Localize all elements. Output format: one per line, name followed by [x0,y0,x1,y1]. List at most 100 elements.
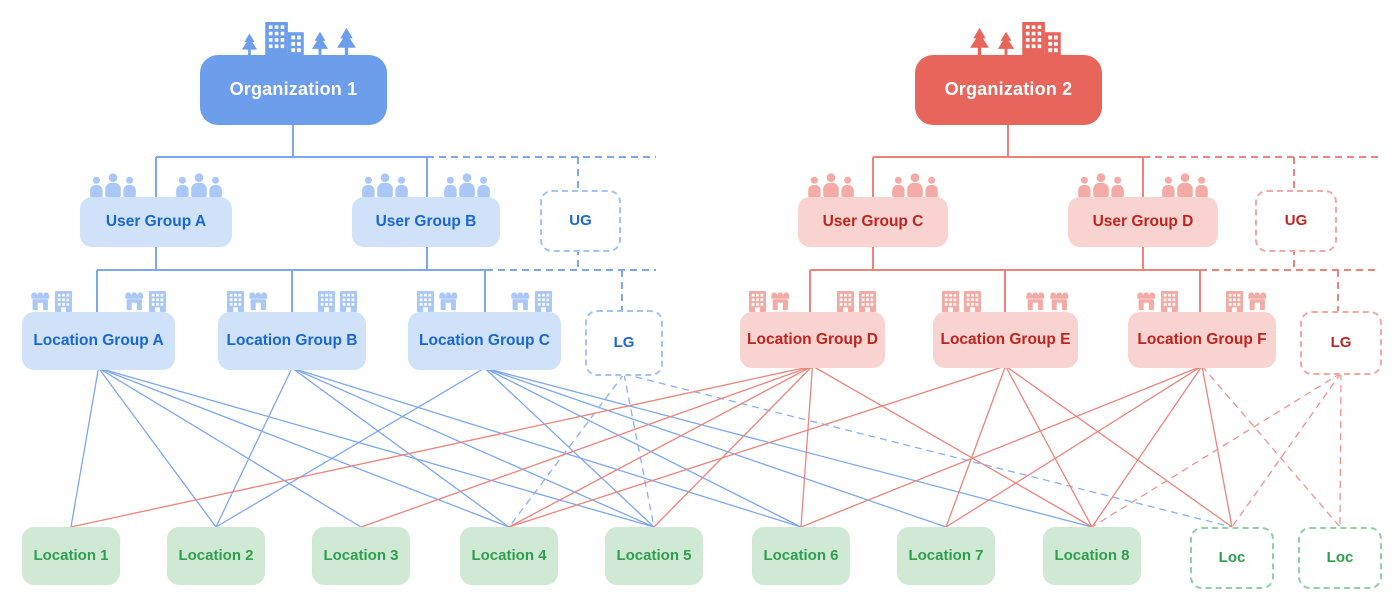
connection-line-lg-a-loc-3 [98,367,362,528]
building-icon [963,291,982,312]
building-icon [1160,291,1179,312]
user-group-d-box: User Group D [1068,197,1218,247]
organization-1-box: Organization 1 [200,55,387,125]
connector [155,247,157,270]
storefront-icon [30,289,51,312]
connector [1199,270,1201,313]
connection-line-lg-f-loc-7 [945,365,1203,528]
storefront-icon [124,289,145,312]
user-group-c-icons [804,173,942,200]
connection-line-lg-ghost-red-loc-ghost-1 [1231,372,1342,528]
connector-dashed [621,270,623,310]
connection-line-lg-b-loc-6 [291,367,802,528]
connector-dashed [1293,248,1295,270]
connection-line-lg-b-loc-4 [291,367,510,528]
connection-line-lg-d-loc-5 [653,365,813,528]
location-6-box: Location 6 [752,527,850,585]
building-icon [858,291,877,312]
connector [1142,157,1144,197]
connector [809,270,811,313]
storefront-icon [1136,289,1157,312]
connector [155,157,157,197]
location-group-e-icons [941,289,1070,312]
people-icon [172,173,226,200]
location-group-c-box: Location Group C [408,312,561,370]
location-placeholder-2-box: Loc [1298,527,1382,589]
location-group-b-box: Location Group B [218,312,366,370]
location-5-box: Location 5 [605,527,703,585]
connection-line-lg-a-loc-1 [70,367,100,528]
location-group-d-icons [748,289,877,312]
tree-icon [241,33,258,56]
people-icon [86,173,140,200]
connector [426,157,428,197]
building-icon [836,291,855,312]
user-group-a-icons [86,173,226,200]
user-group-a-box: User Group A [80,197,232,247]
connector-dashed [1200,269,1378,271]
connection-line-lg-d-loc-6 [800,365,814,528]
connector [872,247,874,270]
building-icon [534,291,553,312]
connection-line-lg-ghost-red-loc-8 [1091,372,1342,528]
location-group-f-box: Location Group F [1128,312,1276,368]
building-icon [54,291,73,312]
connector [1004,270,1006,313]
tree-icon [336,27,357,56]
connection-line-lg-ghost-blue-loc-4 [508,373,625,528]
connection-line-lg-e-loc-ghost-1 [1005,365,1233,528]
building-icon [1022,22,1061,56]
organization-2-box: Organization 2 [915,55,1102,125]
location-group-placeholder-blue-box: LG [585,310,663,376]
connector [96,270,98,312]
location-group-a-icons [30,289,167,312]
connection-line-lg-c-loc-6 [484,367,802,528]
user-group-b-icons [358,173,494,200]
connection-line-lg-a-loc-2 [97,367,217,528]
connector-dashed [577,157,579,190]
building-icon [941,291,960,312]
connection-line-lg-f-loc-6 [800,365,1203,528]
connector [156,156,427,158]
connector [291,270,293,312]
location-group-e-box: Location Group E [933,312,1078,368]
people-icon [358,173,412,200]
people-icon [440,173,494,200]
connector-dashed [1337,270,1339,311]
location-group-c-icons [416,289,553,312]
connection-line-lg-c-loc-5 [484,367,655,528]
building-icon [317,291,336,312]
tree-icon [969,27,990,56]
connection-line-lg-ghost-blue-loc-5 [623,373,655,528]
location-group-a-box: Location Group A [22,312,175,370]
connector [426,247,428,270]
connector-dashed [1293,157,1295,190]
connection-line-lg-f-loc-ghost-2 [1201,365,1341,528]
user-group-d-icons [1074,173,1212,200]
user-group-c-box: User Group C [798,197,948,247]
connector [1007,125,1009,157]
location-2-box: Location 2 [167,527,265,585]
connector [1142,247,1144,270]
connector [292,125,294,157]
building-icon [148,291,167,312]
building-icon [748,291,767,312]
connector [484,270,486,312]
tree-icon [311,31,329,56]
connector-dashed [1143,156,1378,158]
location-8-box: Location 8 [1043,527,1141,585]
tree-icon [997,31,1015,56]
connector-dashed [427,156,656,158]
location-7-box: Location 7 [897,527,995,585]
location-3-box: Location 3 [312,527,410,585]
storefront-icon [1025,289,1046,312]
storefront-icon [1049,289,1070,312]
connector [872,157,874,197]
storefront-icon [770,289,791,312]
connection-line-lg-e-loc-7 [945,365,1007,528]
connection-line-lg-b-loc-5 [291,367,655,528]
location-group-placeholder-red-box: LG [1300,311,1382,375]
connection-line-lg-e-loc-4 [508,365,1006,528]
connection-line-lg-d-loc-1 [70,365,813,528]
location-1-box: Location 1 [22,527,120,585]
